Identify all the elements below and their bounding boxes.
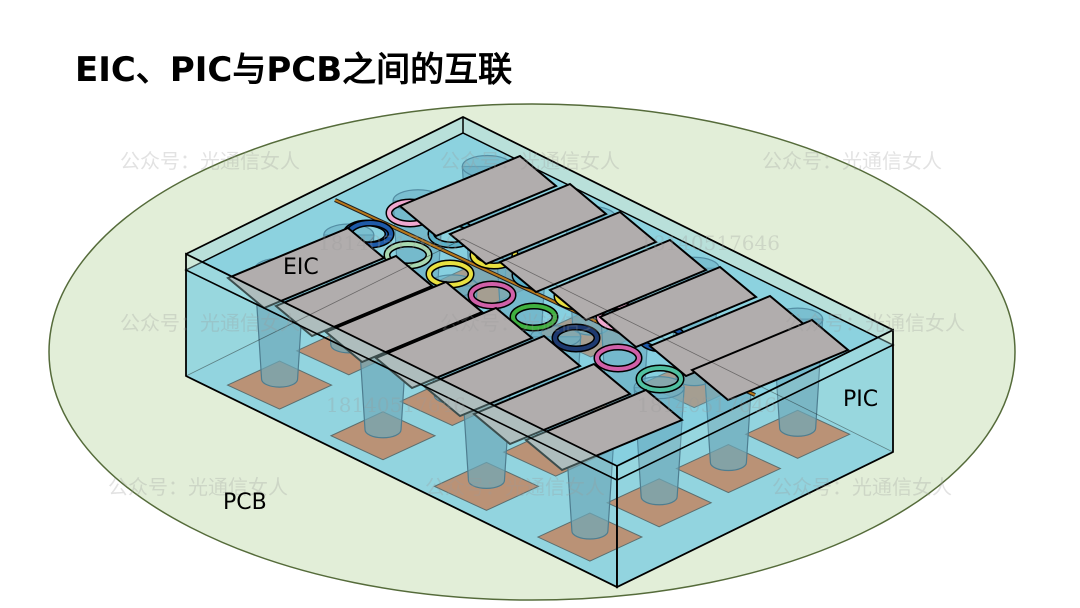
pic-front-right-face [616, 328, 894, 589]
watermark-phone: 18140517646 [318, 231, 458, 255]
eic-chip [548, 238, 708, 322]
eic-chip [498, 210, 658, 294]
watermark-account: 公众号：光通信女人 [425, 475, 605, 499]
page-title: EIC、PIC与PCB之间的互联 [75, 50, 513, 90]
eic-chips [226, 154, 850, 472]
pic-inner-edge [185, 269, 894, 481]
watermark-phone: 18140517646 [640, 231, 780, 255]
pic-block-front [185, 115, 894, 589]
eic-label: EIC [283, 255, 319, 280]
ring-color [511, 304, 557, 330]
ring-color [553, 325, 599, 351]
watermark-account: 公众号：光通信女人 [440, 149, 620, 173]
ring-resonator [593, 343, 643, 373]
ring-color [469, 282, 515, 308]
ring-resonator [551, 323, 601, 353]
watermark-account: 公众号：光通信女人 [440, 311, 620, 335]
watermark-account: 公众号：光通信女人 [120, 311, 300, 335]
pic-bottom-back-edge [185, 238, 894, 453]
eic-chip [422, 334, 582, 418]
watermark-account: 公众号：光通信女人 [120, 149, 300, 173]
watermark-account: 公众号：光通信女人 [772, 475, 952, 499]
ring-resonator [509, 302, 559, 332]
watermark-account: 公众号：光通信女人 [785, 311, 965, 335]
pic-label: PIC [843, 387, 878, 412]
eic-chip [472, 362, 632, 446]
watermark-account: 公众号：光通信女人 [762, 149, 942, 173]
ring-color [637, 366, 683, 392]
ring-resonator [635, 364, 685, 394]
watermarks: 公众号：光通信女人 公众号：光通信女人 公众号：光通信女人 1814051764… [108, 149, 965, 499]
watermark-phone: 18140517646 [637, 393, 777, 417]
eic-chip [448, 182, 608, 266]
eic-chip [690, 318, 850, 402]
ring-color [595, 345, 641, 371]
watermark-account: 公众号：光通信女人 [108, 475, 288, 499]
eic-chip [398, 154, 558, 238]
pcb-label: PCB [223, 490, 267, 515]
watermark-phone: 18140517646 [326, 393, 466, 417]
eic-chip [598, 265, 758, 349]
ring-resonator [467, 280, 517, 310]
eic-chip [226, 226, 386, 310]
eic-chip [524, 388, 684, 472]
eic-chip [374, 306, 534, 390]
